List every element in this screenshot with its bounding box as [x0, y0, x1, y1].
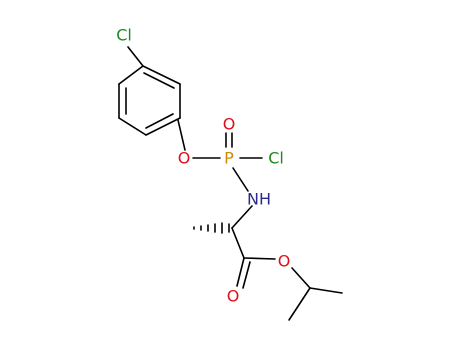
- phosphoryl-oxygen-label: O: [223, 115, 236, 134]
- ring-bond-3: [145, 117, 181, 136]
- ring-bond-1: [142, 65, 181, 85]
- ipr-methyl-bond-2: [288, 287, 311, 321]
- ring-cl-bond: [127, 46, 144, 67]
- c-o-carbonyl-bond-b: [242, 261, 251, 289]
- chlorine-ring-label: Cl: [116, 26, 132, 45]
- stereo-hashed-bond: [193, 222, 230, 234]
- ring-o-bond: [177, 119, 186, 151]
- calpha-ccarbonyl-bond: [231, 227, 245, 259]
- amine-nh-label: NH: [247, 190, 271, 209]
- benzene-ring: [118, 65, 181, 136]
- ester-oxygen-label: O: [278, 252, 291, 271]
- ring-bond-4: [118, 117, 147, 136]
- carbonyl-oxygen-label: O: [227, 287, 240, 306]
- ring-double-bond-1: [143, 72, 175, 89]
- c-o-carbonyl-bond-a: [236, 257, 245, 287]
- p-n-bond: [232, 167, 249, 192]
- ipr-methyl-bond-1: [309, 287, 343, 294]
- ring-double-bond-2: [145, 113, 174, 129]
- ring-bond-6: [118, 65, 144, 85]
- o-ipr-bond: [291, 267, 311, 289]
- aryl-oxygen-label: O: [178, 149, 191, 168]
- phosphorus-label: P: [224, 149, 234, 168]
- c-o-ester-bond: [243, 257, 276, 260]
- chlorine-phosphorus-label: Cl: [268, 149, 284, 168]
- n-calpha-bond: [231, 205, 253, 229]
